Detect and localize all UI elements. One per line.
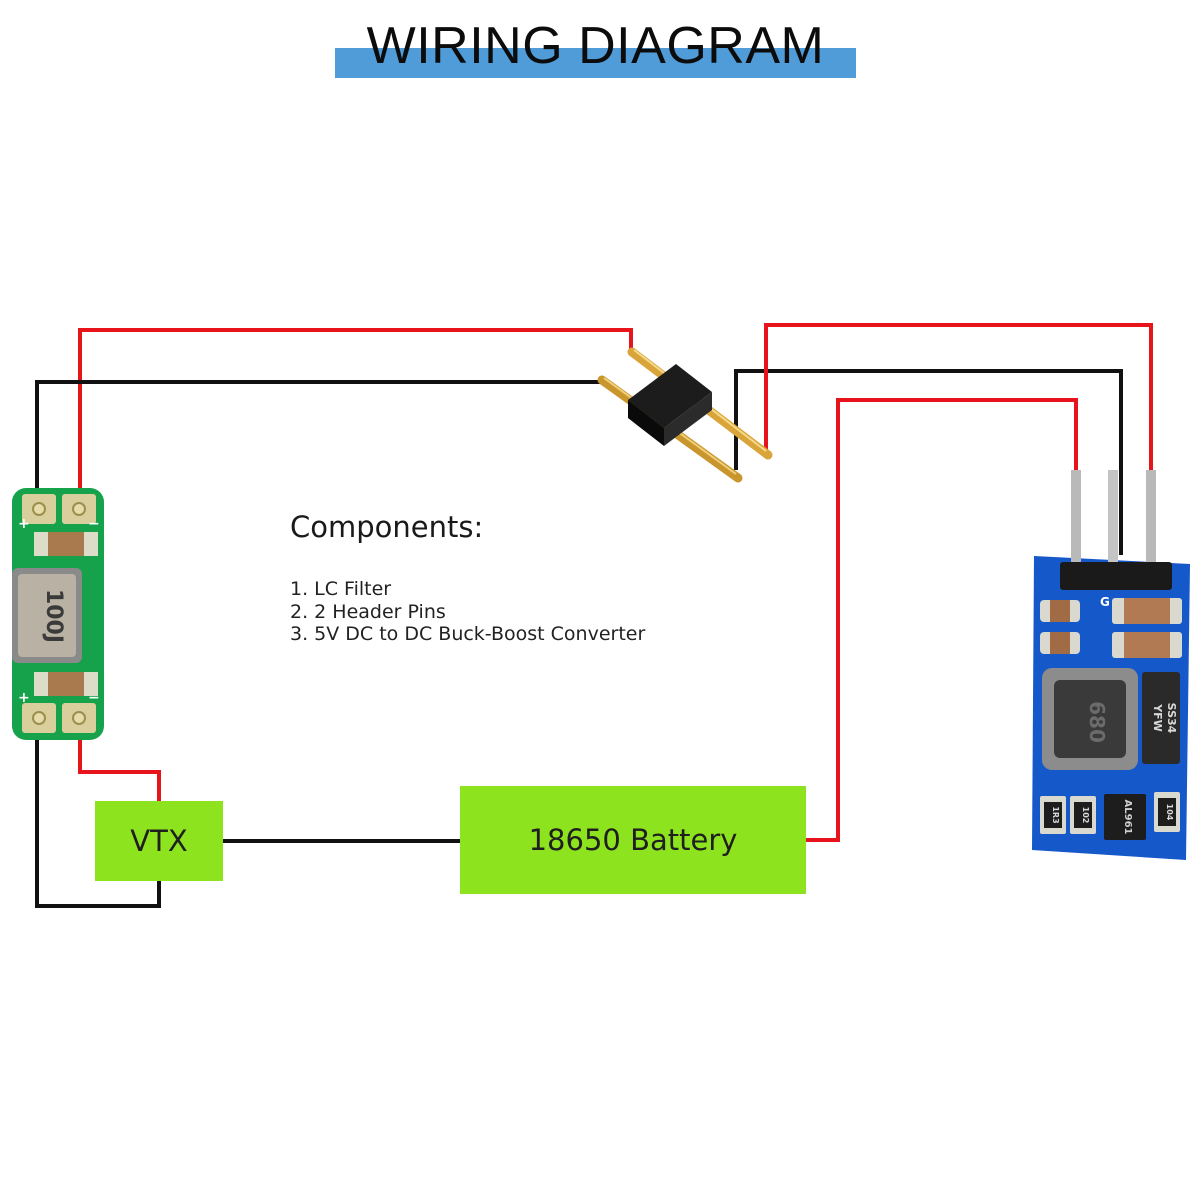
battery-label: 18650 Battery <box>529 823 738 857</box>
converter-diode-marking-1: YFW <box>1151 703 1164 732</box>
wire-lc-ground-to-vtx <box>35 735 161 908</box>
header-pin-plastic-block <box>628 364 712 428</box>
lc-inductor-marking: 100J <box>41 589 66 643</box>
component-item: 1. LC Filter <box>290 578 392 600</box>
component-item: 2. 2 Header Pins <box>290 600 446 623</box>
lc-plus-label: + <box>18 516 30 532</box>
wires <box>35 323 1153 908</box>
wire-battery-positive-to-converter <box>806 398 1078 842</box>
wire-lc-negative-to-header <box>35 380 600 490</box>
converter-diode-marking-2: SS34 <box>1165 703 1178 734</box>
component-item: 3. 5V DC to DC Buck-Boost Converter <box>290 623 646 645</box>
buck-boost-converter-module: G 680 YFW SS34 1R3 102 AL961 104 <box>1032 470 1190 860</box>
converter-resistor-c: 104 <box>1165 804 1174 821</box>
lc-plus-label-bottom: + <box>18 690 30 706</box>
wire-header-positive-to-converter <box>764 323 1153 555</box>
converter-g-label: G <box>1100 595 1110 609</box>
converter-resistor-a: 1R3 <box>1051 806 1060 823</box>
battery-block: 18650 Battery <box>460 786 806 894</box>
lc-minus-label: − <box>88 516 100 532</box>
converter-resistor-b: 102 <box>1081 807 1090 824</box>
wire-lc-output-to-vtx <box>78 735 161 802</box>
vtx-block: VTX <box>95 801 223 881</box>
lc-filter-module: 100J + − + − <box>12 488 104 740</box>
vtx-label: VTX <box>130 824 187 858</box>
header-pins <box>597 347 773 483</box>
converter-inductor-marking: 680 <box>1085 701 1109 743</box>
lc-minus-label-bottom: − <box>88 690 100 706</box>
components-heading: Components: <box>290 510 484 544</box>
page-title: WIRING DIAGRAM <box>366 17 825 75</box>
converter-ic-marking: AL961 <box>1122 800 1133 835</box>
wire-header-ground-to-converter <box>734 369 1123 555</box>
components-list: 1. LC Filter 2. 2 Header Pins 3. 5V DC t… <box>290 578 645 646</box>
title-underline-bar <box>335 48 856 78</box>
wire-lc-positive-to-header <box>78 328 633 490</box>
